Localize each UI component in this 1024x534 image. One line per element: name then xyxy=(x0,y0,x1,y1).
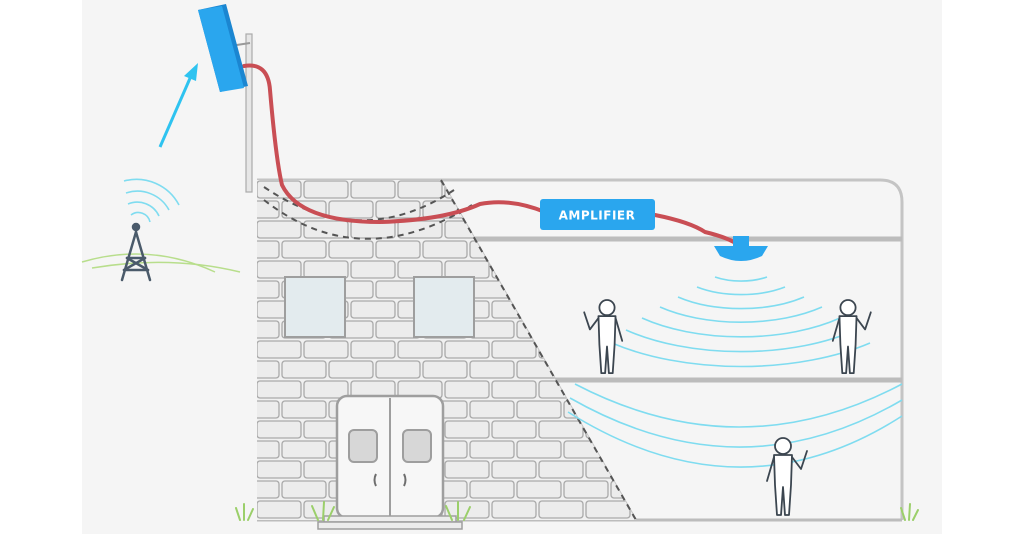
building-outline xyxy=(257,178,904,520)
brick xyxy=(257,380,302,399)
brick xyxy=(469,320,515,339)
double-door xyxy=(317,394,463,530)
brick xyxy=(469,400,515,419)
brick xyxy=(257,200,280,219)
brick xyxy=(444,260,490,279)
brick xyxy=(328,200,374,219)
brick xyxy=(469,440,515,459)
brick xyxy=(257,480,280,499)
brick xyxy=(538,500,584,519)
brick xyxy=(303,340,349,359)
brick xyxy=(585,500,631,519)
brick xyxy=(281,240,327,259)
indoor-antenna-icon xyxy=(714,236,768,261)
brick xyxy=(350,340,396,359)
coax-cable-outdoor xyxy=(242,63,547,225)
brick xyxy=(469,480,515,499)
person-icon xyxy=(831,299,872,375)
brick xyxy=(422,240,468,259)
brick xyxy=(397,260,443,279)
brick xyxy=(257,240,280,259)
brick xyxy=(257,420,302,439)
grass xyxy=(235,501,919,521)
brick xyxy=(491,380,537,399)
brick xyxy=(328,240,374,259)
brick xyxy=(538,420,584,439)
brick xyxy=(422,360,468,379)
brick xyxy=(303,380,349,399)
brick xyxy=(444,420,490,439)
window-right xyxy=(413,276,475,338)
brick xyxy=(538,460,584,479)
brick xyxy=(375,200,421,219)
brick xyxy=(303,260,349,279)
brick xyxy=(444,460,490,479)
ground-hill xyxy=(81,253,216,273)
brick xyxy=(257,280,280,299)
brick xyxy=(491,420,537,439)
brick xyxy=(397,180,443,199)
coax-cable-indoor xyxy=(653,213,742,248)
brick xyxy=(281,400,327,419)
brick xyxy=(491,340,537,359)
brick xyxy=(281,440,327,459)
tower-signal-waves xyxy=(123,178,180,223)
cell-tower-icon xyxy=(120,222,152,282)
dashed-line-lower xyxy=(263,199,473,240)
brick xyxy=(491,460,537,479)
brick xyxy=(257,220,302,239)
brick xyxy=(303,180,349,199)
brick xyxy=(516,480,562,499)
person-icon xyxy=(583,299,624,375)
brick xyxy=(516,440,562,459)
brick xyxy=(281,360,327,379)
brick xyxy=(281,480,327,499)
brick xyxy=(328,360,374,379)
brick xyxy=(375,240,421,259)
brick xyxy=(257,500,302,519)
signal-waves-upper xyxy=(611,276,871,368)
brick xyxy=(350,300,396,319)
brick xyxy=(444,340,490,359)
brick xyxy=(375,360,421,379)
brick xyxy=(397,340,443,359)
signal-arrow-icon xyxy=(158,63,198,148)
brick xyxy=(350,260,396,279)
window-left xyxy=(284,276,346,338)
brick xyxy=(491,500,537,519)
brick xyxy=(516,400,562,419)
person-icon xyxy=(766,437,808,516)
ground-hill xyxy=(91,261,241,273)
brick xyxy=(469,360,515,379)
brick xyxy=(257,400,280,419)
brick xyxy=(303,220,349,239)
signal-waves-lower xyxy=(567,383,903,468)
brick xyxy=(257,360,280,379)
antenna-pole xyxy=(245,33,253,193)
brick xyxy=(257,460,302,479)
brick xyxy=(444,380,490,399)
brick xyxy=(563,480,609,499)
brick xyxy=(350,180,396,199)
brick xyxy=(257,340,302,359)
brick xyxy=(257,260,302,279)
brick xyxy=(257,320,280,339)
brick xyxy=(444,500,490,519)
brick xyxy=(257,440,280,459)
amplifier-icon: AMPLIFIER xyxy=(540,199,655,230)
amplifier-label: AMPLIFIER xyxy=(559,209,636,223)
outdoor-antenna-icon xyxy=(198,4,248,92)
